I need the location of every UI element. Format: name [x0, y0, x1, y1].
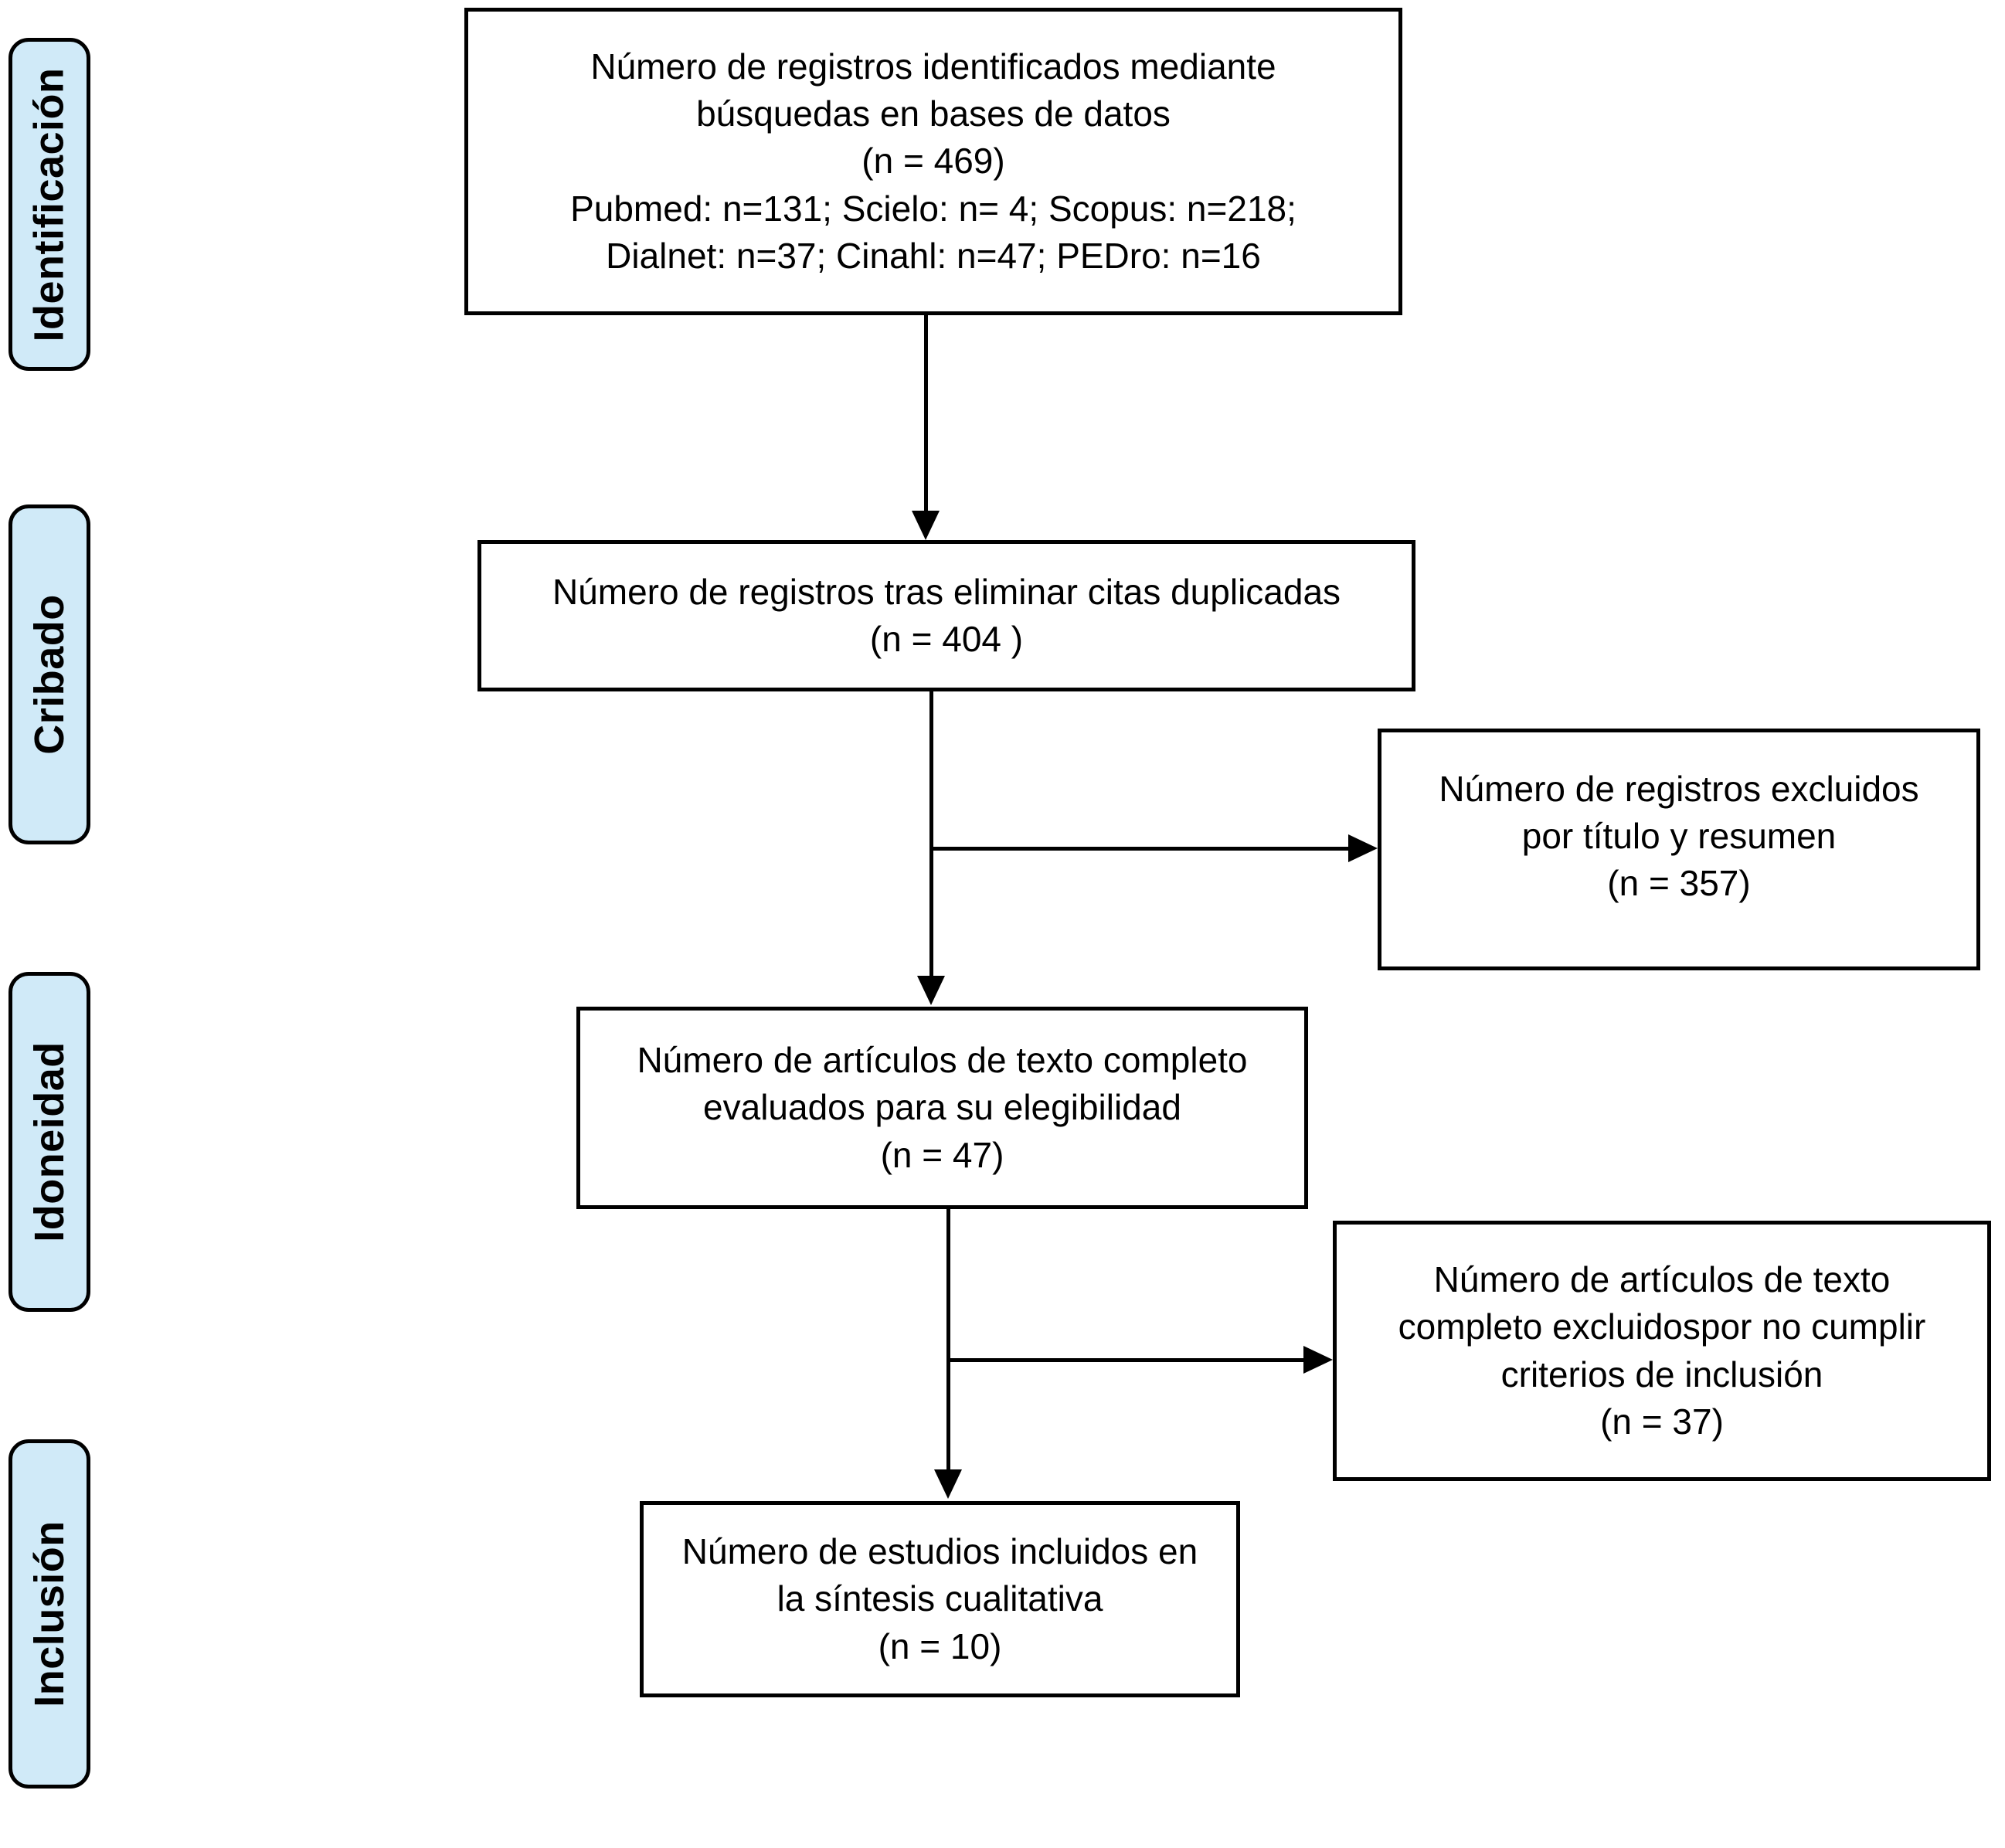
- stage-label-cribado: Cribado: [8, 504, 90, 844]
- box-text-line: (n = 469): [861, 141, 1005, 182]
- box-records-identified: Número de registros identificados median…: [464, 8, 1402, 315]
- arrowhead-right: [1303, 1346, 1333, 1374]
- box-text-line: evaluados para su elegibilidad: [703, 1087, 1181, 1128]
- arrowhead-down: [912, 511, 940, 540]
- arrowhead-right: [1348, 834, 1378, 862]
- stage-label-inclusion: Inclusión: [8, 1439, 90, 1789]
- box-text-line: búsquedas en bases de datos: [696, 93, 1171, 134]
- connector-identified-to-deduplicated: [924, 315, 928, 515]
- box-text-line: (n = 47): [880, 1134, 1004, 1175]
- box-text-line: criterios de inclusión: [1500, 1354, 1823, 1394]
- box-excluded-title-abstract: Número de registros excluidos por título…: [1378, 729, 1980, 970]
- box-fulltext-excluded: Número de artículos de texto completo ex…: [1333, 1221, 1991, 1481]
- connector-branch-excluded-title-abstract: [931, 847, 1350, 851]
- box-text-line: por título y resumen: [1521, 815, 1837, 856]
- stage-label-text: Identificación: [26, 66, 73, 342]
- box-fulltext-assessed: Número de artículos de texto completo ev…: [576, 1007, 1308, 1209]
- box-text-line: Número de registros identificados median…: [590, 46, 1276, 87]
- box-duplicates-removed: Número de registros tras eliminar citas …: [477, 540, 1415, 691]
- box-text-line: (n = 10): [878, 1625, 1002, 1666]
- connector-deduplicated-to-fulltext: [929, 691, 933, 979]
- arrowhead-down: [917, 976, 945, 1005]
- box-text-line: (n = 404 ): [869, 619, 1024, 659]
- stage-label-text: Idoneidad: [26, 1041, 73, 1242]
- box-studies-included: Número de estudios incluidos en la sínte…: [640, 1501, 1240, 1697]
- arrowhead-down: [934, 1469, 962, 1499]
- stage-label-idoneidad: Idoneidad: [8, 972, 90, 1312]
- box-text-line: Número de registros tras eliminar citas …: [552, 571, 1341, 612]
- box-text-line: Número de estudios incluidos en: [681, 1531, 1198, 1572]
- box-text-line: completo excluidospor no cumplir: [1398, 1306, 1926, 1347]
- box-text-line: Dialnet: n=37; Cinahl: n=47; PEDro: n=16: [606, 235, 1261, 276]
- stage-label-text: Cribado: [26, 594, 73, 755]
- box-text-line: (n = 37): [1600, 1401, 1724, 1442]
- connector-branch-fulltext-excluded: [948, 1358, 1305, 1362]
- stage-label-text: Inclusión: [26, 1520, 73, 1707]
- stage-label-identificacion: Identificación: [8, 38, 90, 371]
- box-text-line: la síntesis cualitativa: [777, 1578, 1103, 1619]
- connector-fulltext-to-included: [946, 1209, 950, 1473]
- box-text-line: Número de artículos de texto: [1433, 1259, 1891, 1300]
- box-text-line: Número de registros excluidos: [1439, 768, 1919, 809]
- box-text-line: (n = 357): [1607, 863, 1751, 904]
- box-text-line: Número de artículos de texto completo: [637, 1040, 1248, 1081]
- box-text-line: Pubmed: n=131; Scielo: n= 4; Scopus: n=2…: [570, 188, 1296, 229]
